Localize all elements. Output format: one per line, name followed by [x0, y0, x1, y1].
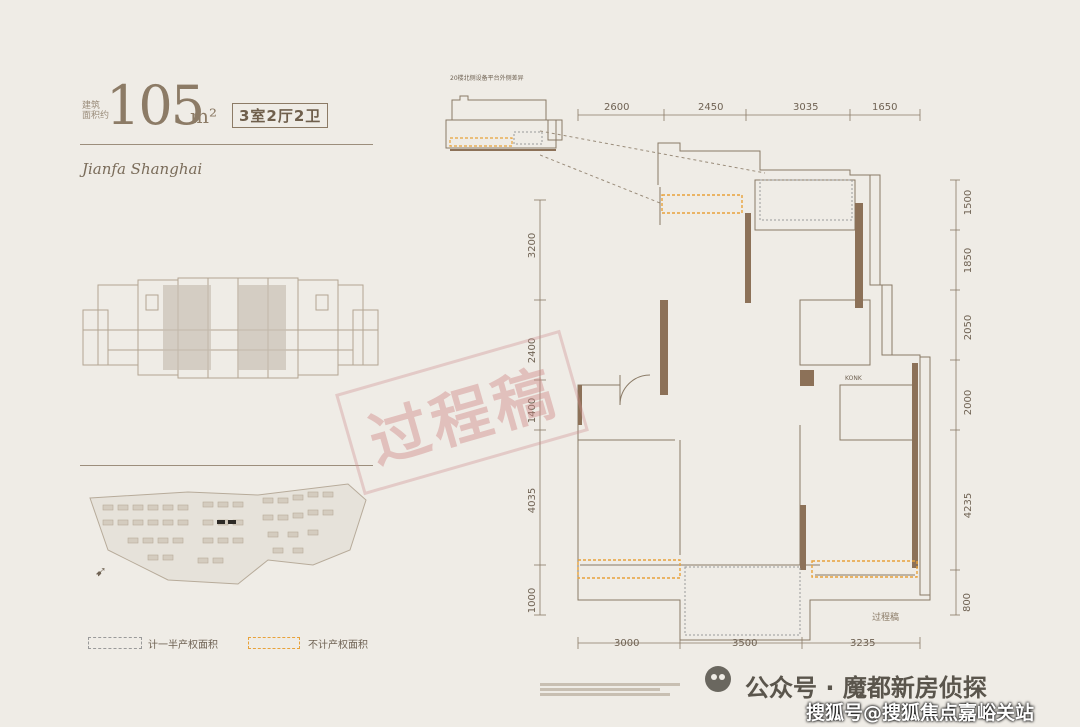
legend-swatch-half-area: [88, 637, 142, 649]
key-plan: [82, 277, 379, 379]
dim-top-1: 2600: [604, 102, 630, 113]
dim-right-3: 2050: [963, 314, 975, 341]
brand-script: Jianfa Shanghai: [82, 160, 203, 178]
area-label-line2: 面积约: [82, 111, 110, 121]
official-account-watermark: 公众号 · 魔都新房侦探: [745, 674, 987, 702]
draft-mark-small: 过程稿: [872, 613, 900, 623]
dim-top-3: 3035: [793, 102, 819, 113]
dim-left-5: 1000: [527, 587, 539, 614]
dim-bottom-3: 3235: [850, 638, 876, 649]
dim-left-4: 4035: [527, 487, 539, 514]
dim-right-1: 1500: [963, 189, 975, 216]
dim-bottom-1: 3000: [614, 638, 640, 649]
area-label-line1: 建筑: [82, 101, 101, 111]
area-value: 105: [106, 74, 205, 137]
footnote-block: [540, 683, 690, 696]
dim-bottom-2: 3500: [732, 638, 758, 649]
floor-plan-small-mark: KONK: [845, 375, 863, 382]
dim-top-4: 1650: [872, 102, 898, 113]
legend-excluded-area-label: 不计产权面积: [308, 640, 368, 651]
source-caption: 搜狐号@搜狐焦点嘉峪关站: [806, 702, 1035, 724]
legend-swatch-excluded-area: [248, 637, 300, 649]
dim-left-1: 3200: [527, 232, 539, 259]
inset-detail-plan: [445, 95, 563, 151]
north-arrow-icon: ➹: [95, 564, 107, 580]
section-divider: [80, 465, 373, 466]
inset-caption: 20楼北侧设备平台外侧差异: [450, 75, 524, 82]
header-divider: [80, 144, 373, 145]
site-plan: [89, 483, 367, 585]
inset-leader-lines: [540, 130, 766, 204]
dim-right-6: 800: [962, 592, 974, 613]
legend-half-area-label: 计一半产权面积: [148, 640, 218, 651]
dim-right-4: 2000: [963, 389, 975, 416]
layout-type-badge: 3室2厅2卫: [232, 103, 329, 128]
floor-plan: KONK: [534, 109, 960, 649]
area-unit: m²: [190, 104, 217, 128]
dim-right-5: 4235: [963, 492, 975, 519]
dim-right-2: 1850: [963, 247, 975, 274]
wechat-icon: [705, 666, 731, 692]
area-label: 建筑 面积约: [82, 101, 109, 121]
dim-top-2: 2450: [698, 102, 724, 113]
